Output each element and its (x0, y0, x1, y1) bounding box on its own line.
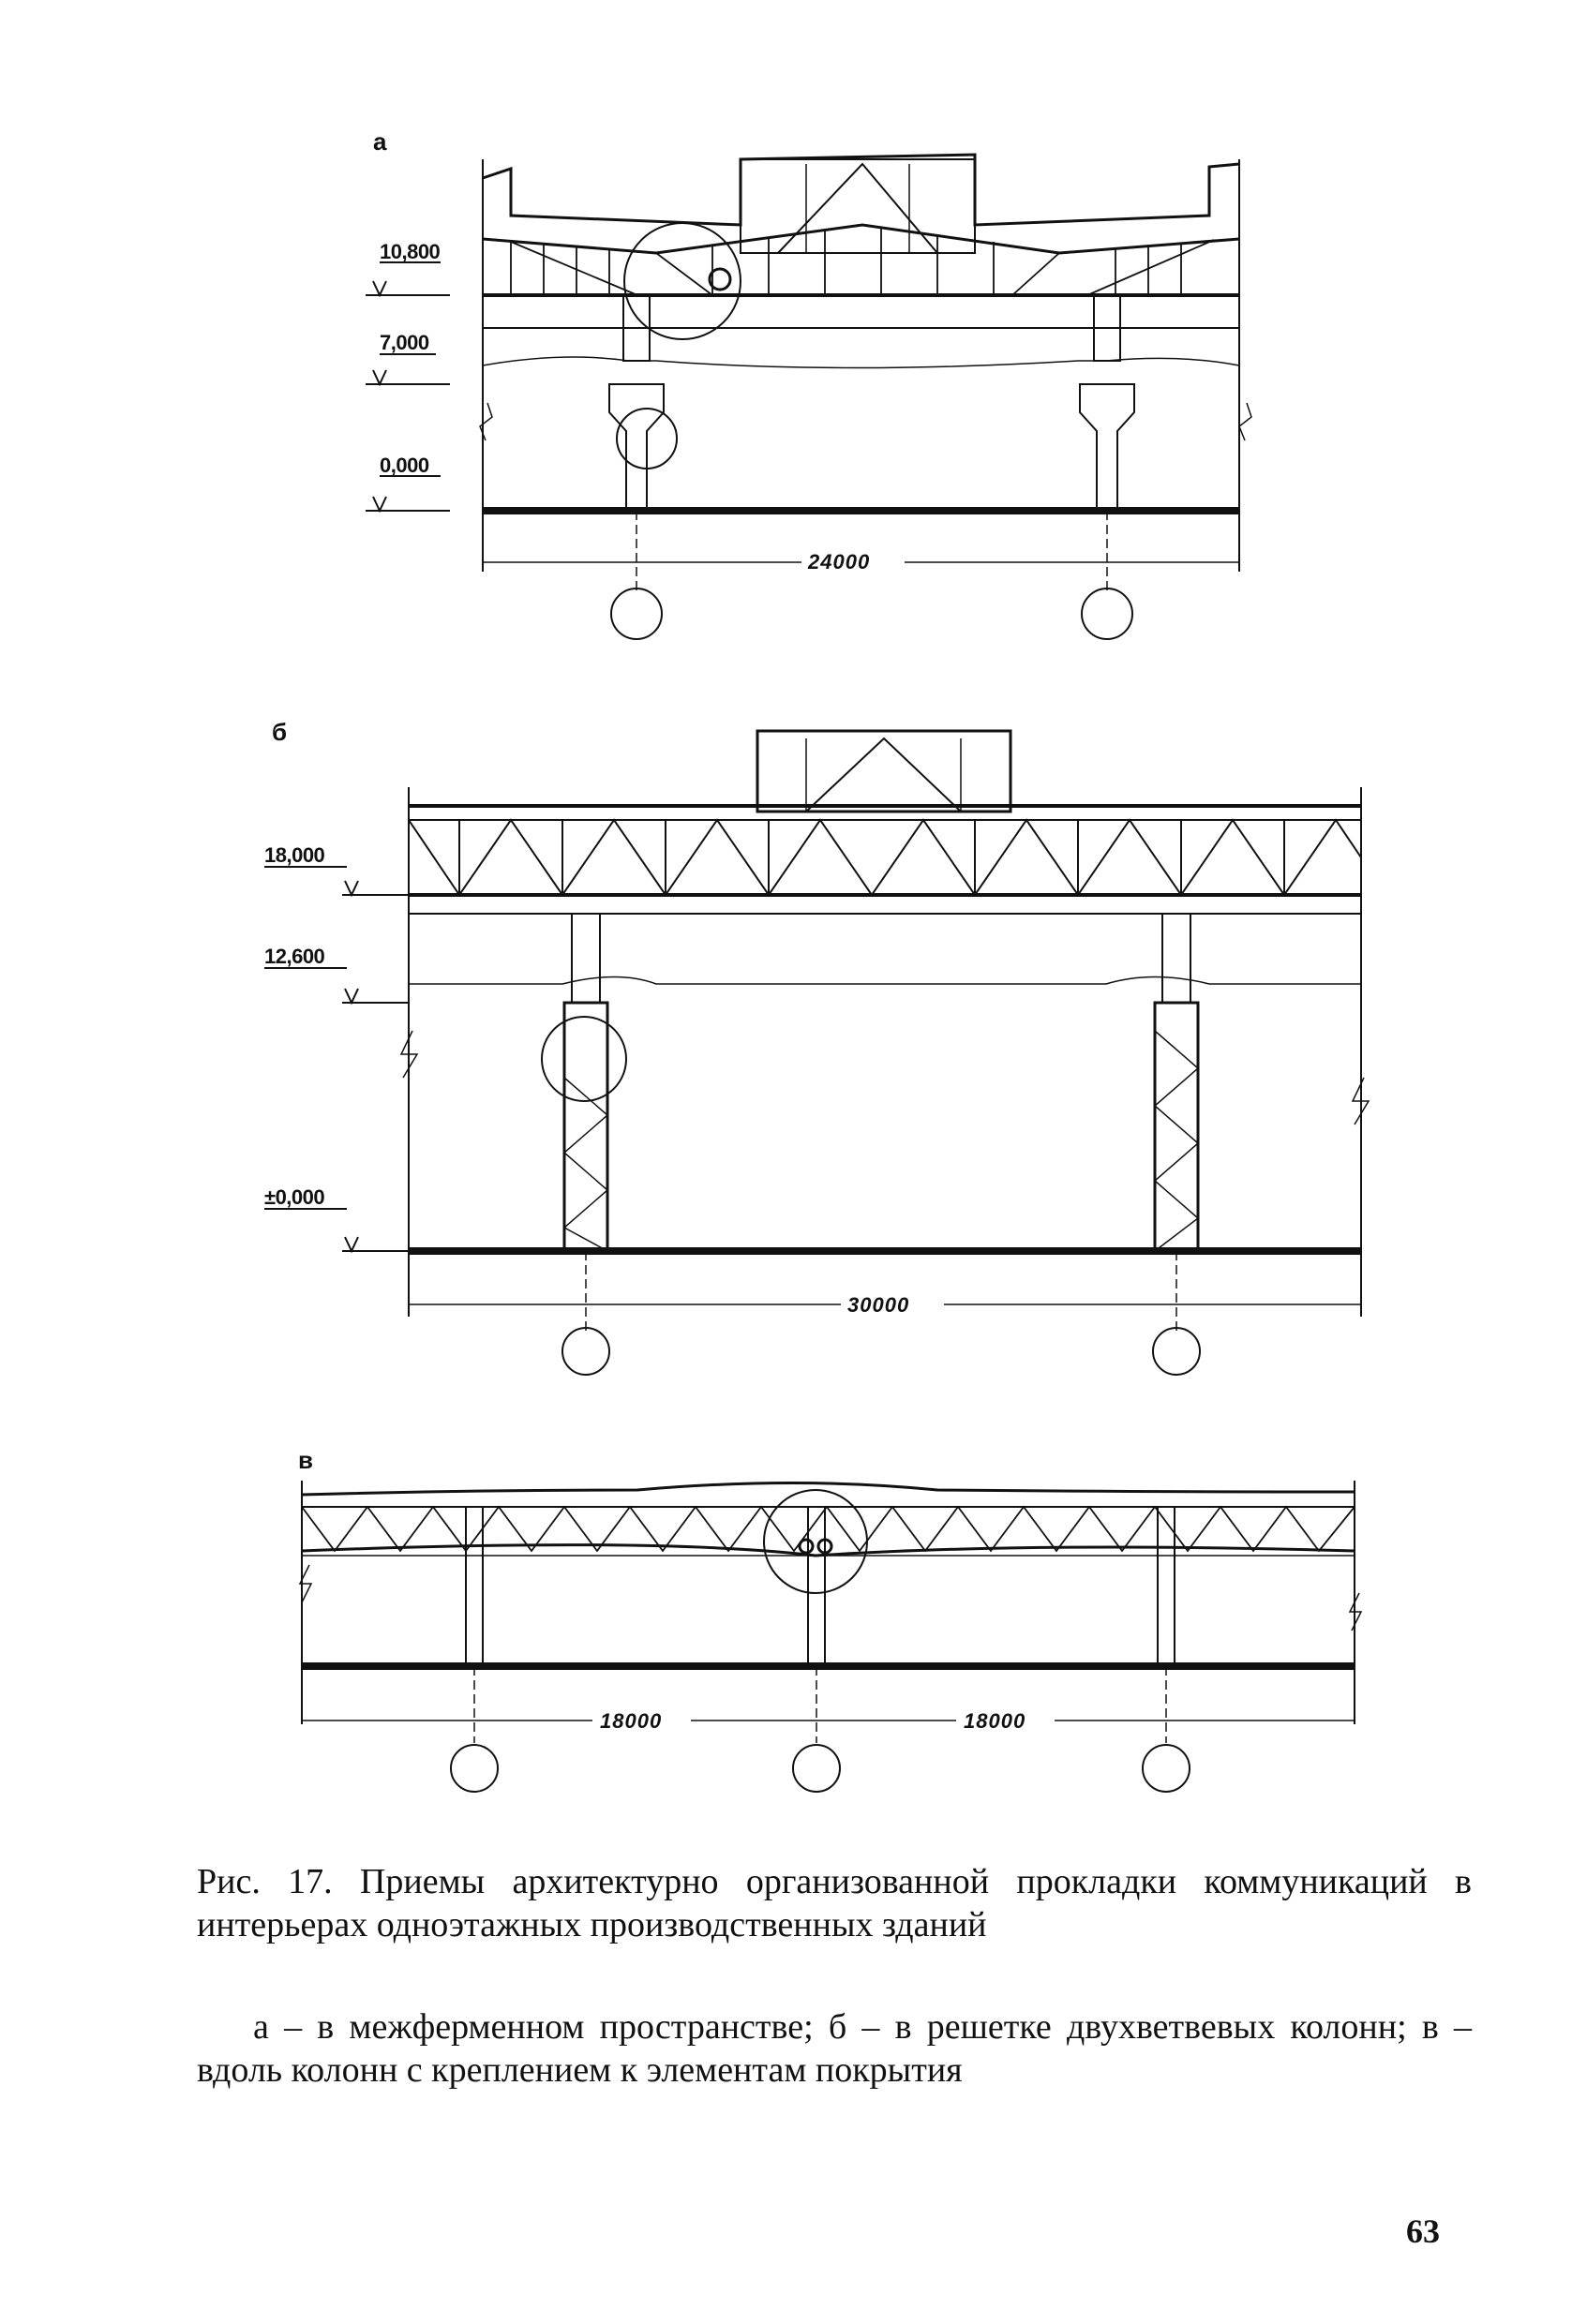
figure-drawing: а (264, 127, 1370, 1793)
figure-caption-legend: а – в межферменном пространстве; б – в р… (197, 2007, 1472, 2090)
level-a-2: 7,000 (380, 331, 429, 354)
figure-caption-title: Рис. 17. Приемы архитектурно организован… (197, 1862, 1472, 1944)
panel-v-letter: в (298, 1446, 313, 1474)
panel-b: б (264, 718, 1370, 1376)
level-b-2: 12,600 (264, 945, 325, 968)
level-a-1: 10,800 (380, 240, 441, 263)
dimension-a: 24000 (807, 550, 870, 574)
level-a-3: 0,000 (380, 454, 429, 477)
panel-v: в 18000 18000 (298, 1446, 1363, 1793)
level-b-1: 18,000 (264, 843, 325, 867)
dimension-b: 30000 (847, 1293, 909, 1317)
page-number: 63 (1406, 2212, 1440, 2250)
dimension-v-1: 18000 (600, 1709, 662, 1733)
panel-b-letter: б (272, 718, 287, 746)
dimension-v-2: 18000 (964, 1709, 1026, 1733)
panel-a-letter: а (373, 127, 387, 156)
panel-a: а (366, 127, 1252, 640)
level-b-3: ±0,000 (264, 1185, 324, 1209)
